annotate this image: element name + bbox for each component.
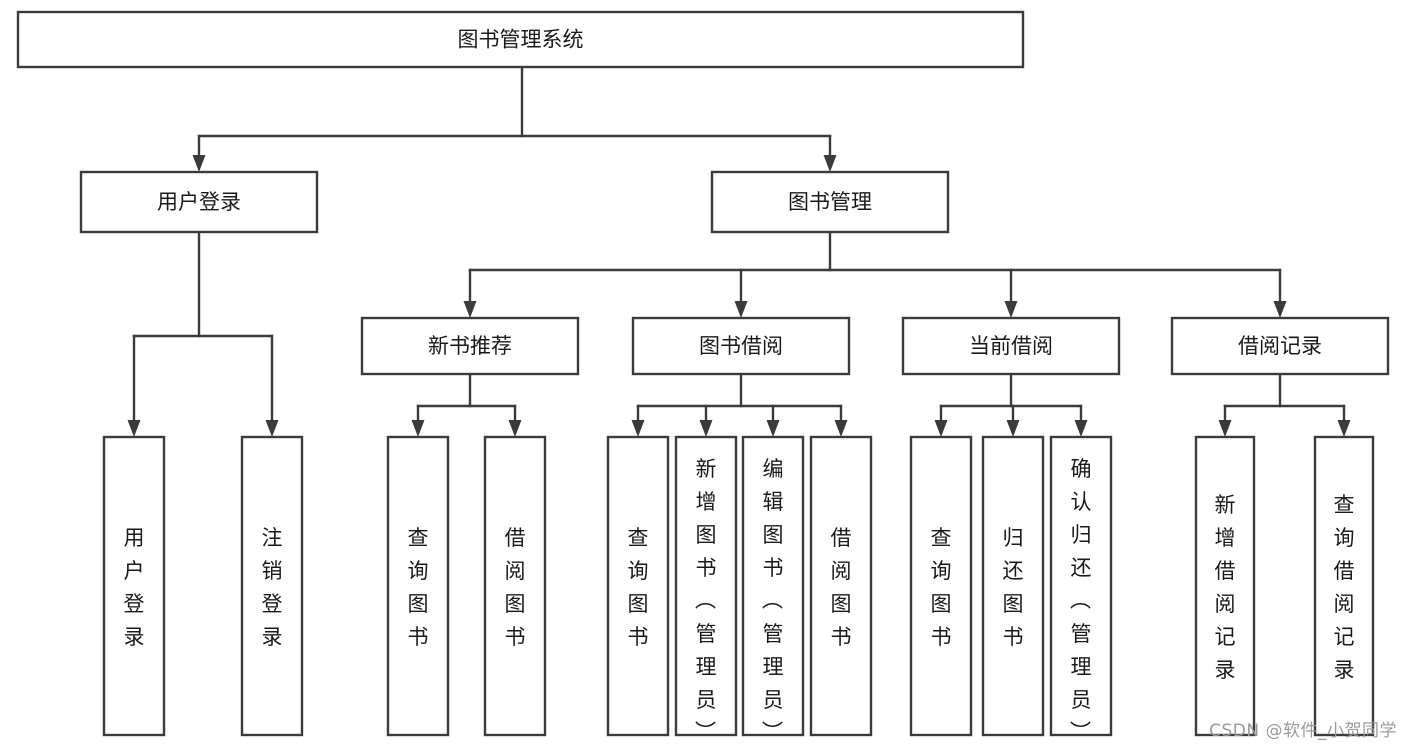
node-label: 图书借阅 [699,334,783,358]
node-label: 当前借阅 [969,334,1053,358]
arrow-head-icon [766,420,780,437]
connector-group [411,372,522,437]
node-label: 编辑图书（管理员） [762,457,784,745]
arrow-head-icon [1218,420,1232,437]
arrow-head-icon [1006,420,1020,437]
diagram-node[interactable]: 确认归还（管理员） [1049,435,1113,745]
connector-group [192,65,837,172]
diagram-node[interactable]: 查询借阅记录 [1313,435,1375,737]
diagram-node[interactable]: 查询图书 [386,435,450,737]
nodes-layer: 图书管理系统用户登录图书管理新书推荐图书借阅当前借阅借阅记录用户登录注销登录查询… [16,10,1390,745]
connector-group [127,230,279,437]
node-box [360,316,580,376]
diagram-node[interactable]: 用户登录 [102,435,166,737]
diagram-node[interactable]: 借阅图书 [483,435,547,737]
arrow-head-icon [823,155,837,172]
node-box [79,170,319,234]
arrow-head-icon [1337,420,1351,437]
node-box [1194,435,1256,737]
node-label: 归还图书 [1003,526,1024,649]
diagram-node[interactable]: 借阅记录 [1170,316,1390,376]
node-box [981,435,1045,737]
arrow-head-icon [699,420,713,437]
node-label: 查询图书 [931,526,952,649]
arrow-head-icon [934,420,948,437]
node-box [1170,316,1390,376]
node-label: 借阅图书 [831,526,852,649]
node-box [16,10,1025,69]
node-box [102,435,166,737]
node-box [674,435,738,737]
arrow-head-icon [192,155,206,172]
diagram-node[interactable]: 借阅图书 [809,435,873,737]
node-label: 新增借阅记录 [1215,493,1236,682]
connector-group [631,372,848,437]
diagram-node[interactable]: 用户登录 [79,170,319,234]
arrow-head-icon [508,420,522,437]
diagram-node[interactable]: 查询图书 [909,435,973,737]
diagram-node[interactable]: 图书管理系统 [16,10,1025,69]
arrow-head-icon [734,301,748,318]
diagram-node[interactable]: 新书推荐 [360,316,580,376]
diagram-node[interactable]: 归还图书 [981,435,1045,737]
node-label: 借阅记录 [1238,334,1322,358]
node-label: 用户登录 [124,526,145,649]
node-label: 确认归还（管理员） [1070,457,1092,745]
arrow-head-icon [1273,301,1287,318]
node-box [741,435,805,737]
node-box [710,170,950,234]
node-box [386,435,450,737]
node-label: 用户登录 [157,190,241,214]
connector-group [934,372,1088,437]
arrow-head-icon [1074,420,1088,437]
node-box [240,435,304,737]
diagram-node[interactable]: 注销登录 [240,435,304,737]
node-label: 借阅图书 [505,526,526,649]
arrow-head-icon [1004,301,1018,318]
node-label: 新书推荐 [428,334,512,358]
connector-group [1218,372,1351,437]
connectors-layer [127,65,1351,437]
diagram-node[interactable]: 图书管理 [710,170,950,234]
node-label: 图书管理 [788,190,872,214]
node-box [1313,435,1375,737]
arrow-head-icon [265,420,279,437]
node-box [809,435,873,737]
node-box [909,435,973,737]
node-box [631,316,851,376]
node-label: 查询借阅记录 [1334,493,1355,682]
diagram-node[interactable]: 图书借阅 [631,316,851,376]
node-box [483,435,547,737]
arrow-head-icon [631,420,645,437]
diagram-node[interactable]: 当前借阅 [901,316,1121,376]
node-label: 查询图书 [408,526,429,649]
arrow-head-icon [463,301,477,318]
arrow-head-icon [411,420,425,437]
watermark-label: CSDN @软件_小贺同学 [1209,721,1397,741]
node-label: 图书管理系统 [458,28,584,52]
node-box [606,435,670,737]
node-box [1049,435,1113,737]
diagram-node[interactable]: 查询图书 [606,435,670,737]
node-label: 注销登录 [262,526,283,649]
node-label: 新增图书（管理员） [695,457,717,745]
arrow-head-icon [834,420,848,437]
node-label: 查询图书 [628,526,649,649]
node-box [901,316,1121,376]
diagram-node[interactable]: 编辑图书（管理员） [741,435,805,745]
connector-group [463,230,1287,318]
diagram-node[interactable]: 新增借阅记录 [1194,435,1256,737]
arrow-head-icon [127,420,141,437]
diagram-node[interactable]: 新增图书（管理员） [674,435,738,745]
